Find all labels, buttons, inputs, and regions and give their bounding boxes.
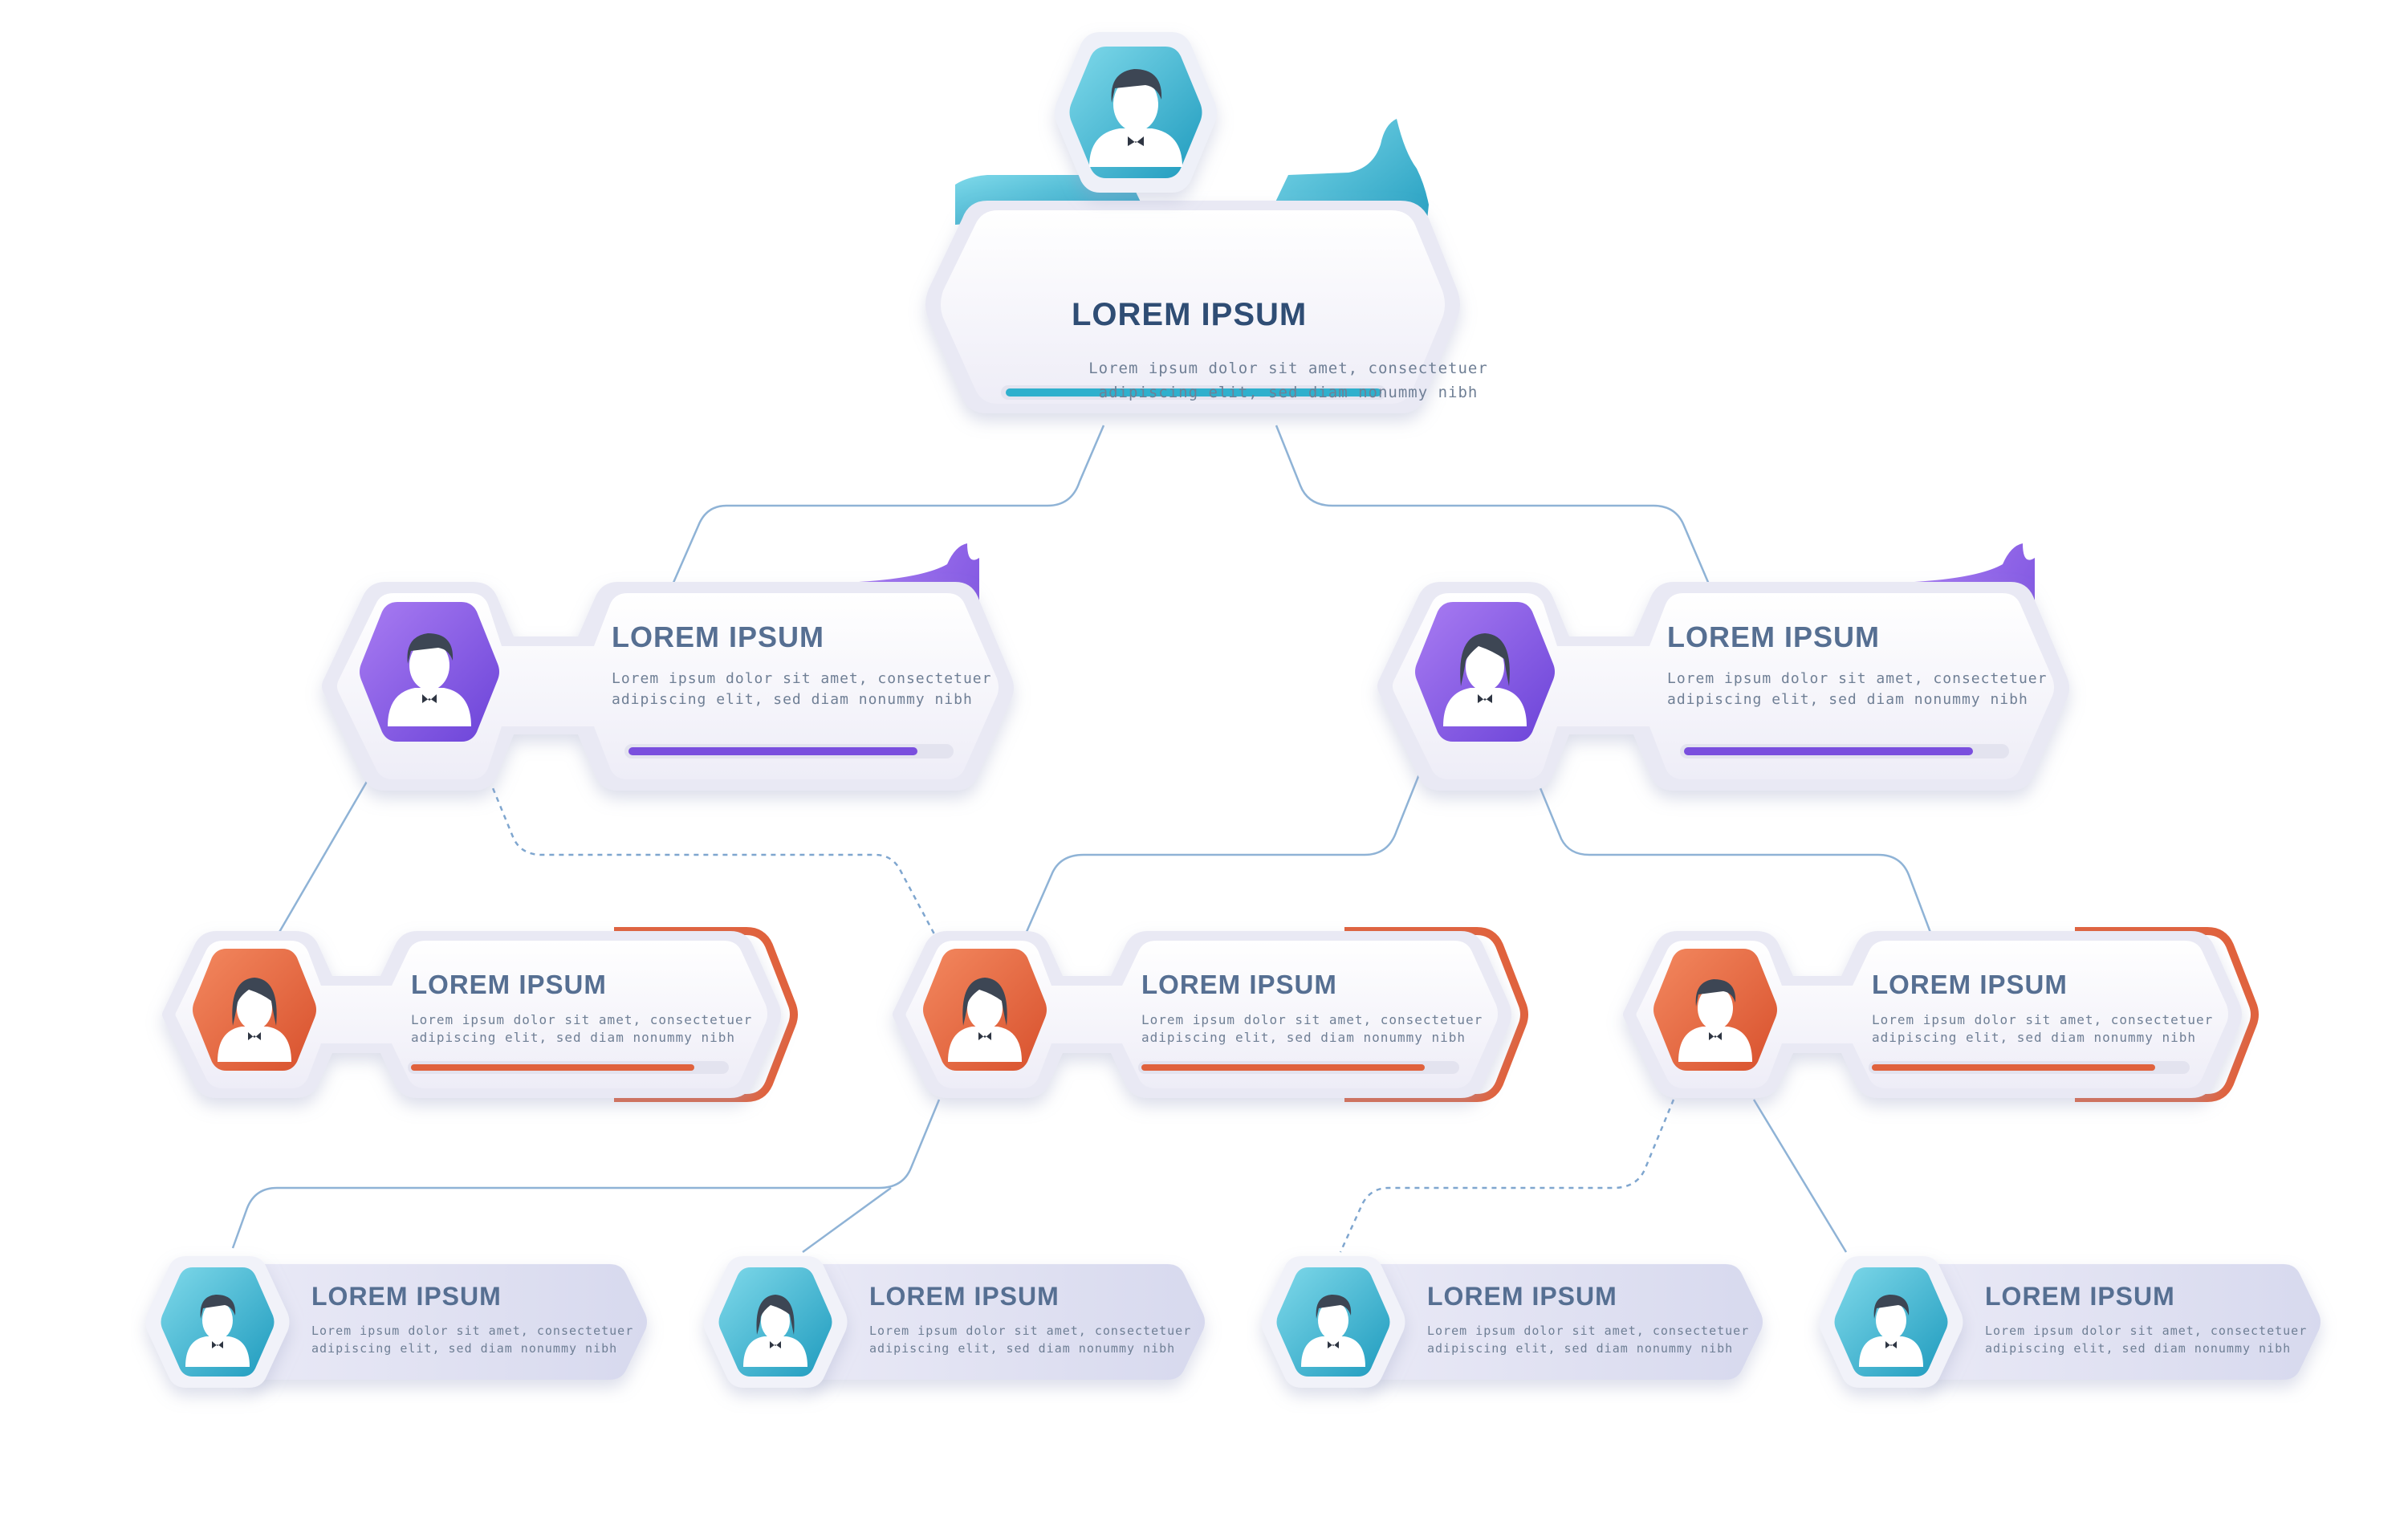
level3-node-shape [162, 927, 798, 1102]
level3-node-progress-fill [1141, 1064, 1425, 1071]
level3-node-desc-line2: adipiscing elit, sed diam nonummy nibh [1141, 1030, 1466, 1045]
level4-node-desc-line1: Lorem ipsum dolor sit amet, consectetuer [311, 1324, 634, 1338]
level4-node-desc-line2: adipiscing elit, sed diam nonummy nibh [1985, 1341, 2292, 1356]
level3-node: LOREM IPSUM Lorem ipsum dolor sit amet, … [153, 915, 798, 1124]
level3-node-desc-line2: adipiscing elit, sed diam nonummy nibh [411, 1030, 736, 1045]
person-avatar-icon [218, 978, 291, 1062]
level2-node-desc-line1: Lorem ipsum dolor sit amet, consectetuer [1667, 670, 2048, 687]
level2-node-progress-fill [628, 747, 917, 755]
level3-node: LOREM IPSUM Lorem ipsum dolor sit amet, … [883, 915, 1528, 1124]
level3-node-title: LOREM IPSUM [1141, 970, 1337, 999]
level4-node-desc-line1: Lorem ipsum dolor sit amet, consectetuer [1427, 1324, 1750, 1338]
level3-node: LOREM IPSUM Lorem ipsum dolor sit amet, … [1613, 915, 2259, 1124]
top-node-description: Lorem ipsum dolor sit amet, consectetuer… [1007, 356, 1569, 405]
person-avatar-icon [388, 633, 471, 726]
level4-node: LOREM IPSUM Lorem ipsum dolor sit amet, … [136, 1248, 658, 1401]
level3-node-desc-line1: Lorem ipsum dolor sit amet, consectetuer [1141, 1012, 1483, 1027]
level3-node-desc-line2: adipiscing elit, sed diam nonummy nibh [1872, 1030, 2197, 1045]
person-avatar-icon [1859, 1295, 1923, 1367]
level4-node-shape [703, 1256, 1205, 1388]
level2-node-progress-fill [1684, 747, 1973, 755]
level4-node-shape [145, 1256, 647, 1388]
top-node-title: LOREM IPSUM [1072, 297, 1308, 332]
level3-node-shape [893, 927, 1528, 1102]
level4-node-desc-line1: Lorem ipsum dolor sit amet, consectetuer [1985, 1324, 2308, 1338]
level2-node: LOREM IPSUM Lorem ipsum dolor sit amet, … [313, 534, 1043, 791]
level4-node-shape [1261, 1256, 1763, 1388]
level4-node-desc-line2: adipiscing elit, sed diam nonummy nibh [311, 1341, 618, 1356]
person-avatar-icon [1678, 979, 1752, 1062]
level2-node-title: LOREM IPSUM [1667, 620, 1881, 653]
level2-node-desc-line2: adipiscing elit, sed diam nonummy nibh [1667, 691, 2028, 708]
level4-node-title: LOREM IPSUM [869, 1282, 1060, 1311]
level3-node-description: Lorem ipsum dolor sit amet, consectetuer… [411, 1011, 752, 1047]
level2-node-description: Lorem ipsum dolor sit amet, consectetuer… [612, 669, 991, 710]
level3-node-desc-line1: Lorem ipsum dolor sit amet, consectetuer [411, 1012, 753, 1027]
level4-node-desc-line2: adipiscing elit, sed diam nonummy nibh [869, 1341, 1176, 1356]
person-avatar-icon [1443, 633, 1527, 726]
level2-node-description: Lorem ipsum dolor sit amet, consectetuer… [1667, 669, 2047, 710]
level2-node: LOREM IPSUM Lorem ipsum dolor sit amet, … [1369, 534, 2099, 791]
top-node: LOREM IPSUM Lorem ipsum dolor sit amet, … [911, 32, 1487, 449]
level4-node-title: LOREM IPSUM [1427, 1282, 1617, 1311]
level2-node-desc-line1: Lorem ipsum dolor sit amet, consectetuer [612, 670, 992, 687]
level4-node-title: LOREM IPSUM [1985, 1282, 2175, 1311]
level3-node-title: LOREM IPSUM [1872, 970, 2068, 999]
top-node-desc-line1: Lorem ipsum dolor sit amet, consectetuer [1088, 360, 1488, 377]
level4-node-description: Lorem ipsum dolor sit amet, consectetuer… [1985, 1322, 2307, 1357]
top-node-desc-line2: adipiscing elit, sed diam nonummy nibh [1098, 384, 1479, 401]
top-node-progress-fill [1006, 388, 1381, 396]
level3-node-desc-line1: Lorem ipsum dolor sit amet, consectetuer [1872, 1012, 2214, 1027]
level2-node-shape [322, 543, 1014, 791]
level3-node-description: Lorem ipsum dolor sit amet, consectetuer… [1872, 1011, 2213, 1047]
level4-node: LOREM IPSUM Lorem ipsum dolor sit amet, … [1252, 1248, 1774, 1401]
level4-node: LOREM IPSUM Lorem ipsum dolor sit amet, … [694, 1248, 1216, 1401]
level4-node: LOREM IPSUM Lorem ipsum dolor sit amet, … [1810, 1248, 2332, 1401]
level2-node-desc-line2: adipiscing elit, sed diam nonummy nibh [612, 691, 973, 708]
level3-node-progress-fill [411, 1064, 694, 1071]
level3-node-shape [1623, 927, 2259, 1102]
level2-node-title: LOREM IPSUM [612, 620, 825, 653]
level4-node-description: Lorem ipsum dolor sit amet, consectetuer… [869, 1322, 1191, 1357]
level4-node-title: LOREM IPSUM [311, 1282, 502, 1311]
level3-node-description: Lorem ipsum dolor sit amet, consectetuer… [1141, 1011, 1483, 1047]
level2-node-shape [1377, 543, 2069, 791]
person-avatar-icon [185, 1295, 250, 1367]
top-node-shape [925, 32, 1460, 413]
level3-node-title: LOREM IPSUM [411, 970, 607, 999]
person-avatar-icon [1089, 69, 1182, 167]
level4-node-shape [1819, 1256, 2321, 1388]
person-avatar-icon [743, 1295, 807, 1367]
level4-node-description: Lorem ipsum dolor sit amet, consectetuer… [1427, 1322, 1749, 1357]
level3-node-progress-fill [1872, 1064, 2155, 1071]
person-avatar-icon [1301, 1295, 1365, 1367]
level4-node-desc-line1: Lorem ipsum dolor sit amet, consectetuer [869, 1324, 1192, 1338]
level4-node-description: Lorem ipsum dolor sit amet, consectetuer… [311, 1322, 633, 1357]
person-avatar-icon [948, 978, 1022, 1062]
level4-node-desc-line2: adipiscing elit, sed diam nonummy nibh [1427, 1341, 1734, 1356]
